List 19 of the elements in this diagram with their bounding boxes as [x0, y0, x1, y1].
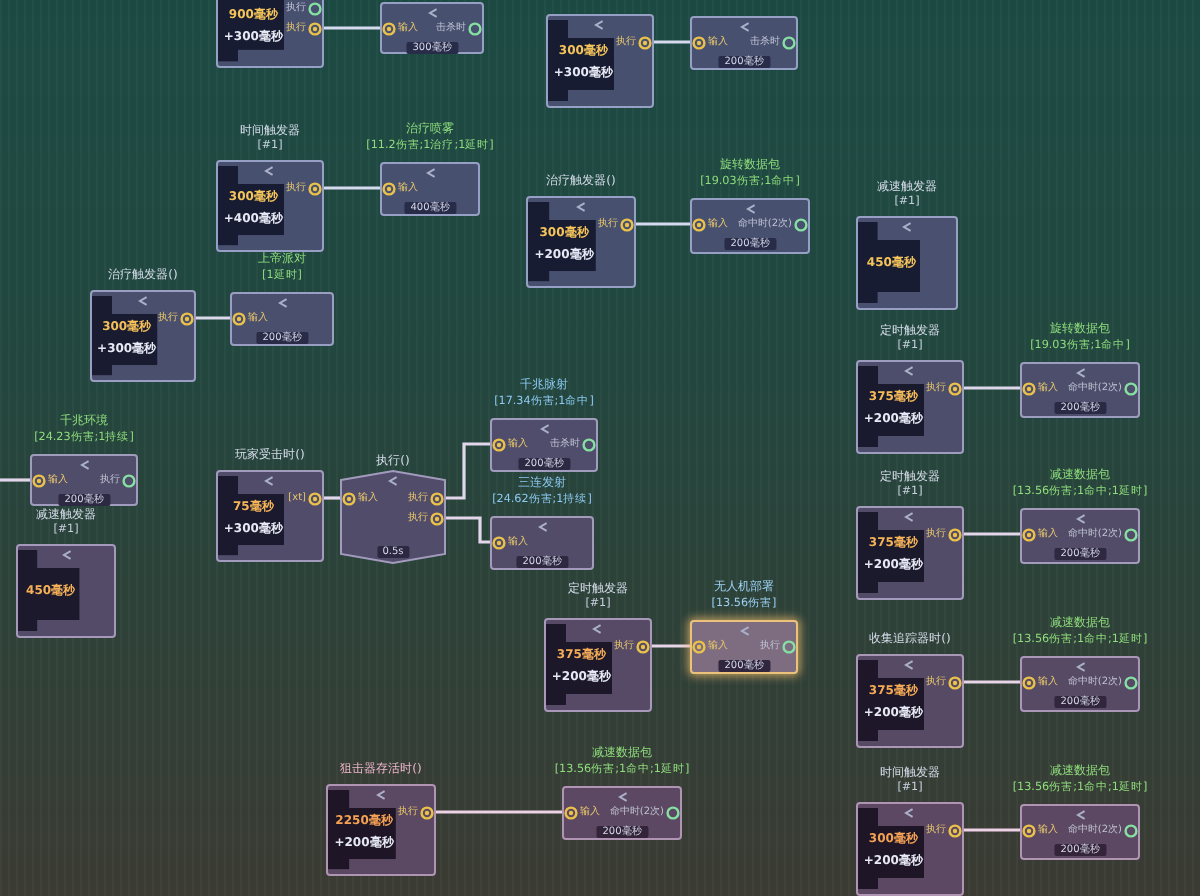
- connector-line: [964, 828, 1020, 832]
- connector-line: [324, 186, 380, 190]
- connector-line: [636, 222, 690, 226]
- connector-line: [964, 386, 1020, 390]
- connector-line: [964, 532, 1020, 536]
- connector-line: [436, 810, 562, 814]
- packet-box: [380, 2, 484, 54]
- connector-line: [964, 680, 1020, 684]
- connector-line: [0, 478, 30, 482]
- trigger-box: [216, 0, 324, 68]
- connector-line: [654, 40, 690, 44]
- connector-line: [652, 644, 690, 648]
- packet-box: [690, 16, 798, 70]
- connector-line: [446, 516, 490, 544]
- connector-line: [446, 442, 490, 500]
- connector-line: [324, 496, 340, 500]
- connector-line: [324, 26, 380, 30]
- trigger-box: [546, 14, 654, 108]
- connector-line: [196, 316, 230, 320]
